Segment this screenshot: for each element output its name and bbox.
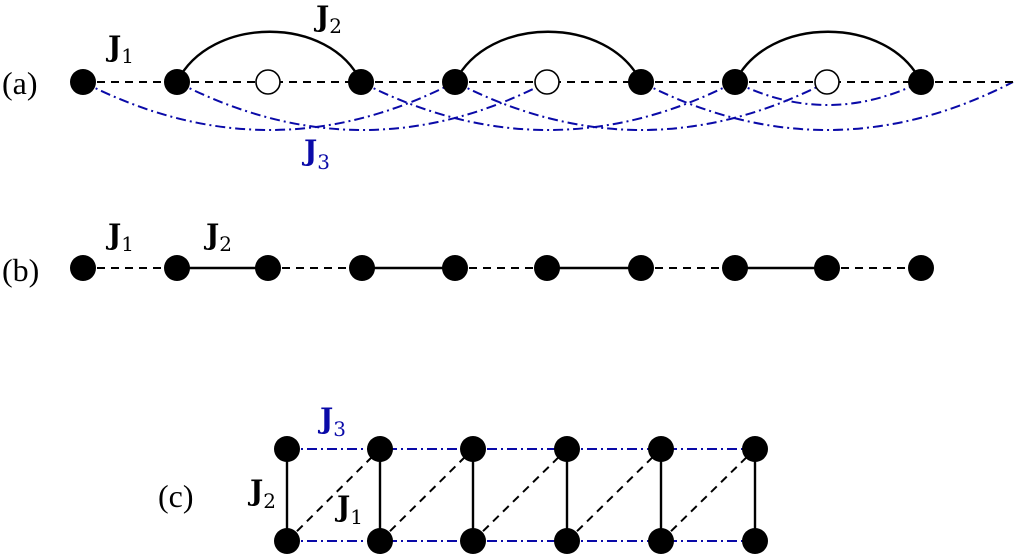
panel-c-label: (c) bbox=[158, 478, 194, 514]
panel-c-j3-label: J3 bbox=[317, 402, 346, 441]
site bbox=[648, 436, 674, 462]
panel-c-sites bbox=[274, 436, 768, 554]
site bbox=[742, 528, 768, 554]
site bbox=[70, 69, 96, 95]
site bbox=[534, 255, 560, 281]
j3-arc bbox=[82, 81, 456, 131]
j3-arc bbox=[640, 81, 1014, 131]
j3-arc bbox=[454, 81, 828, 131]
site bbox=[908, 255, 934, 281]
panel-a-j2-bonds bbox=[175, 30, 923, 83]
panel-a-j2-label: J2 bbox=[313, 0, 342, 38]
panel-c-j3-bonds bbox=[287, 448, 755, 542]
j1-diagonal bbox=[566, 448, 662, 542]
site bbox=[908, 69, 934, 95]
j2-arc bbox=[733, 30, 923, 83]
j1-diagonal bbox=[286, 448, 381, 542]
panel-c-j2-bonds bbox=[285, 449, 757, 541]
site bbox=[442, 255, 468, 281]
site bbox=[274, 436, 300, 462]
site bbox=[70, 255, 96, 281]
panel-b: (b) J1 J2 bbox=[2, 218, 934, 288]
panel-a-label: (a) bbox=[2, 65, 38, 101]
j3-arc bbox=[734, 81, 922, 106]
site bbox=[554, 528, 580, 554]
j2-arc bbox=[175, 30, 363, 83]
j2-arc bbox=[453, 30, 643, 83]
site bbox=[255, 255, 281, 281]
j1-diagonal bbox=[660, 448, 756, 542]
panel-c-j1-label: J1 bbox=[334, 490, 363, 529]
j1-diagonal bbox=[472, 448, 568, 542]
j1-diagonal bbox=[379, 448, 474, 542]
site bbox=[722, 255, 748, 281]
j3-arc bbox=[176, 81, 548, 131]
empty-site bbox=[814, 69, 840, 95]
site bbox=[460, 436, 486, 462]
j3-arc bbox=[360, 81, 736, 131]
site bbox=[722, 69, 748, 95]
panel-c-j2-label: J2 bbox=[247, 474, 276, 513]
site bbox=[628, 255, 654, 281]
site bbox=[164, 69, 190, 95]
empty-site bbox=[255, 69, 281, 95]
panel-c: (c) bbox=[158, 402, 768, 554]
site bbox=[367, 436, 393, 462]
site bbox=[814, 255, 840, 281]
site bbox=[554, 436, 580, 462]
panel-a-j3-label: J3 bbox=[301, 134, 330, 174]
panel-a: (a) bbox=[2, 0, 1015, 174]
site bbox=[628, 69, 654, 95]
site bbox=[164, 255, 190, 281]
panel-b-j2-label: J2 bbox=[203, 218, 232, 256]
panel-b-j1-label: J1 bbox=[105, 218, 134, 256]
site bbox=[442, 69, 468, 95]
panel-a-sites bbox=[70, 69, 934, 95]
panel-b-sites bbox=[70, 255, 934, 281]
panel-c-j1-bonds bbox=[286, 448, 756, 542]
site bbox=[367, 528, 393, 554]
site bbox=[742, 436, 768, 462]
site bbox=[460, 528, 486, 554]
site bbox=[348, 69, 374, 95]
empty-site bbox=[534, 69, 560, 95]
site bbox=[274, 528, 300, 554]
site bbox=[349, 255, 375, 281]
panel-a-j3-bonds bbox=[82, 81, 1014, 131]
site bbox=[648, 528, 674, 554]
panel-b-label: (b) bbox=[2, 252, 39, 288]
panel-a-j1-label: J1 bbox=[105, 30, 134, 68]
